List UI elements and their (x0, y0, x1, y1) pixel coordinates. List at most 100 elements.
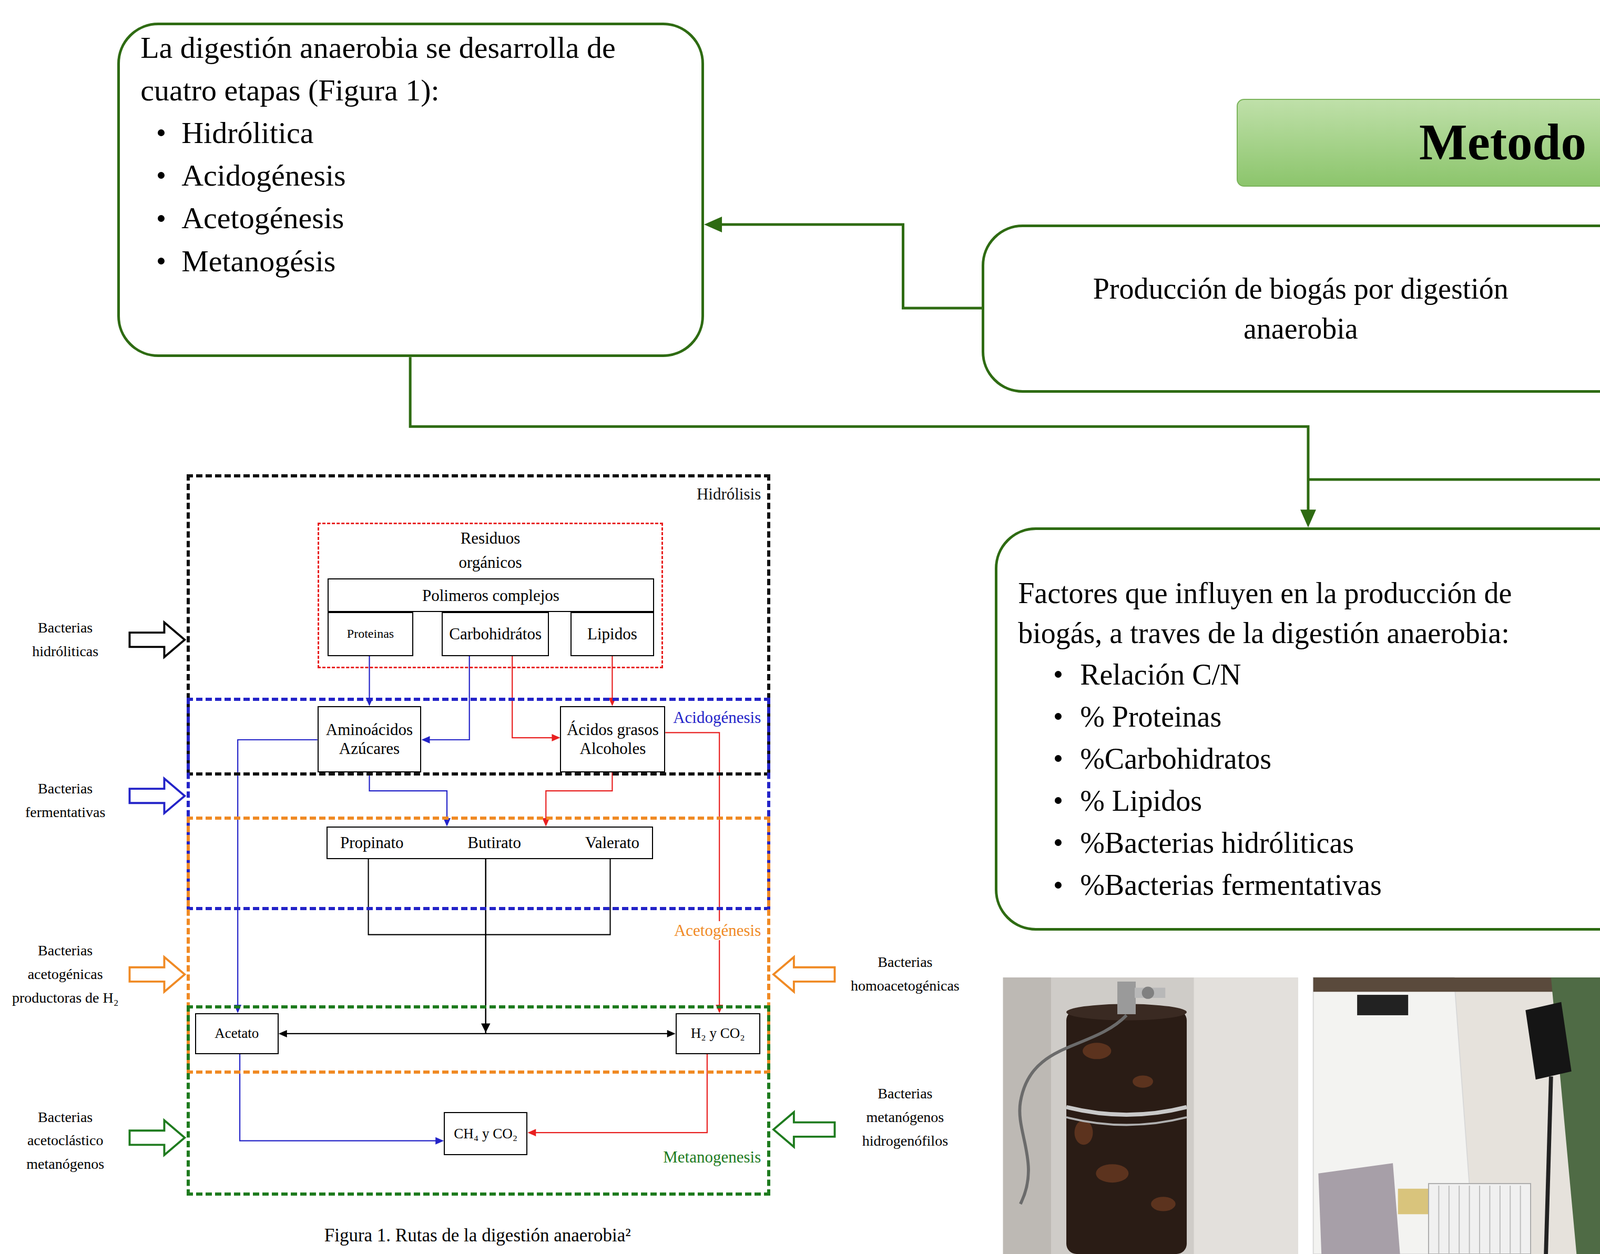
connector-line (534, 1054, 708, 1133)
bullet-row: Acidogénesis (157, 154, 686, 197)
metal-strap (1066, 1107, 1187, 1116)
radiator-fins (1438, 1185, 1521, 1254)
bullet-row: %Bacterias fermentativas (1054, 863, 1588, 906)
merge-bracket (368, 859, 611, 935)
box-text: Lipidos (587, 624, 638, 644)
bullet-text: Relación C/N (1079, 653, 1241, 696)
hollow-arrow (129, 622, 185, 658)
bullet-row: %Carbohidratos (1054, 737, 1588, 780)
connector-line (718, 224, 982, 309)
process-box: Polimeros complejos (327, 578, 655, 613)
side-label: Bacterias metanógenos hidrogenófilos (846, 1082, 965, 1153)
process-box: Aminoácidos Azúcares (317, 706, 422, 773)
bullet-row: % Lipidos (1054, 779, 1588, 822)
arrowhead (551, 734, 560, 742)
side-label: Bacterias acetoclástico metanógenos (3, 1105, 128, 1177)
process-box: PropinatoButiratoValerato (326, 826, 654, 860)
photo-background (1313, 977, 1600, 1254)
metal-strap (1066, 1117, 1187, 1126)
bullet-text: Metanogésis (181, 239, 336, 283)
connector (233, 739, 318, 1014)
bullet-dot (1054, 839, 1062, 847)
bullet-dot (157, 215, 165, 222)
hollow-arrow (773, 1112, 835, 1147)
bullet-dot (157, 257, 165, 265)
connector (704, 216, 982, 309)
reactor-photo (1003, 977, 1299, 1254)
arrowhead (1300, 509, 1317, 528)
stage-band: Acidogénesis Aminoácidos Azúcares Ácidos g… (186, 697, 771, 911)
bullet-row: Hidrólitica (157, 111, 686, 155)
section-header: Metodo (1236, 98, 1600, 187)
process-box: H₂ y CO₂ (675, 1013, 761, 1055)
arrowhead (278, 1030, 288, 1038)
bullet-text: Hidrólitica (181, 111, 314, 155)
stage-band: Metanogenesis Acetato H₂ y CO₂ CH₄ y CO₂ (186, 1005, 771, 1197)
bullet-text: % Lipidos (1079, 779, 1202, 822)
bullet-dot (1054, 712, 1062, 720)
connector (239, 1054, 444, 1145)
arrowhead (435, 1137, 444, 1145)
info-box: La digestión anaerobia se desarrolla de … (117, 22, 705, 358)
setup-photo (1313, 977, 1600, 1254)
process-box: CH₄ y CO₂ (443, 1112, 528, 1156)
connector-line (369, 772, 447, 820)
heading-text: La digestión anaerobia se desarrolla de … (140, 26, 686, 112)
arrowhead (667, 1030, 676, 1038)
box-text: H₂ y CO₂ (690, 1025, 746, 1042)
rust-patch (1074, 1120, 1094, 1146)
process-box: Lipidos (570, 612, 655, 656)
bullet-dot (1054, 881, 1062, 889)
box-text: Carbohidrátos (449, 624, 542, 644)
hollow-arrow (773, 956, 835, 992)
connector-line (368, 656, 370, 700)
connector-line (545, 772, 613, 820)
band-label: Metanogenesis (660, 1147, 763, 1167)
bullet-dot (1054, 670, 1062, 678)
band-label: Acidogénesis (670, 708, 763, 728)
photo-background (1003, 977, 1299, 1254)
figure-caption: Figura 1. Rutas de la digestión anaerobi… (324, 1225, 631, 1247)
valve (1117, 981, 1136, 1015)
rust-patch (1095, 1164, 1129, 1183)
cable (1019, 1015, 1127, 1205)
bullet-dot (157, 171, 165, 179)
bullet-text: %Carbohidratos (1079, 737, 1272, 780)
box-text: Propinato (340, 833, 404, 853)
process-box: Acetato (195, 1013, 279, 1055)
bullet-row: % Proteinas (1054, 695, 1588, 738)
side-label: Bacterias homoacetogénicas (846, 950, 965, 998)
box-text: Ácidos grasos Alcoholes (564, 720, 661, 758)
bullet-row: Relación C/N (1054, 653, 1588, 696)
box-text: Valerato (585, 833, 640, 853)
rust-patch (1150, 1196, 1176, 1211)
connector (527, 1054, 708, 1137)
process-box: Proteinas (327, 612, 414, 656)
bullet-text: % Proteinas (1079, 695, 1222, 738)
lamp-pole (1545, 1076, 1552, 1254)
box-text: Producción de biogás por digestión anaer… (1064, 268, 1538, 349)
hollow-arrow (129, 778, 185, 814)
process-box: Producción de biogás por digestión anaer… (981, 224, 1600, 393)
bullet-row: Metanogésis (157, 239, 686, 283)
band-label: Acetogénesis (671, 921, 763, 941)
process-box: Ácidos grasos Alcoholes (559, 706, 666, 773)
connector (278, 859, 486, 1038)
connector-line (237, 739, 318, 1007)
valve-knob (1142, 986, 1155, 1000)
box-text: Residuos orgánicos (434, 526, 546, 576)
side-label: Bacterias hidróliticas (3, 616, 128, 664)
bullet-row: Acetogénesis (157, 196, 686, 240)
box-text: Acetato (214, 1025, 259, 1042)
heading-text: Factores que influyen en la producción d… (1017, 573, 1588, 654)
band-label: Hidrólisis (694, 484, 763, 504)
connector-line (611, 656, 613, 700)
arrowhead (527, 1128, 536, 1137)
connector (485, 859, 676, 1038)
box-text: Metodo (1419, 114, 1587, 171)
box-text: Proteinas (347, 626, 394, 642)
reactor-cylinder (1066, 1010, 1187, 1254)
stage-band: HidrólisisResiduos orgánicosPolimeros co… (186, 474, 771, 776)
